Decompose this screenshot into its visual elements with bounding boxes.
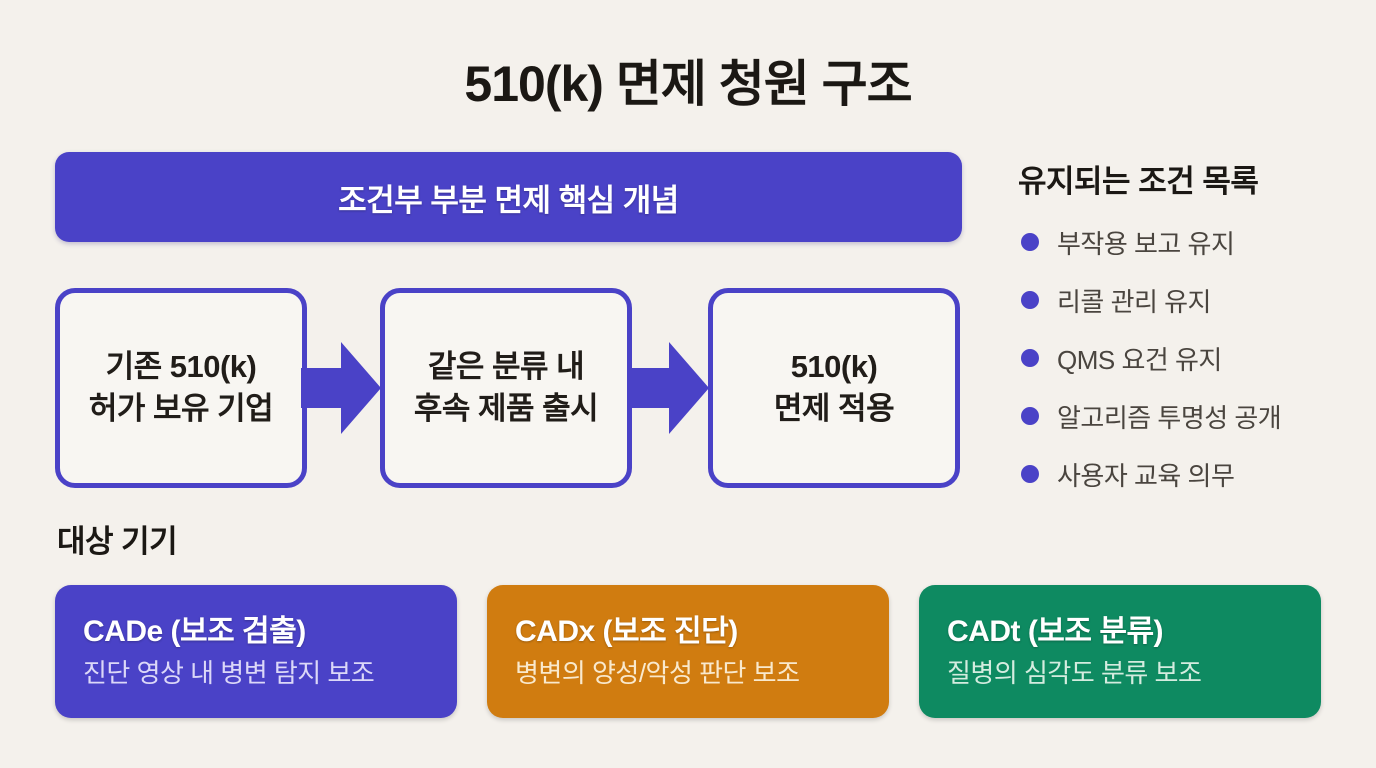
flow-step-label: 같은 분류 내 후속 제품 출시 — [413, 346, 599, 430]
flow-step-followup-product: 같은 분류 내 후속 제품 출시 — [380, 288, 632, 488]
condition-item: 리콜 관리 유지 — [1021, 271, 1281, 329]
device-card-title: CADe (보조 검출) — [83, 615, 306, 648]
device-card-subtitle: 병변의 양성/악성 판단 보조 — [515, 658, 800, 688]
device-card-subtitle: 진단 영상 내 병변 탐지 보조 — [83, 658, 375, 688]
condition-label: 부작용 보고 유지 — [1057, 228, 1235, 259]
flow-step-label: 기존 510(k) 허가 보유 기업 — [88, 346, 274, 430]
bullet-dot-icon — [1021, 349, 1039, 367]
flow-step-existing-clearance: 기존 510(k) 허가 보유 기업 — [55, 288, 307, 488]
devices-heading: 대상 기기 — [57, 524, 178, 559]
condition-label: 사용자 교육 의무 — [1057, 460, 1235, 491]
flow-step-exemption-applied: 510(k) 면제 적용 — [708, 288, 960, 488]
condition-label: 리콜 관리 유지 — [1057, 286, 1211, 317]
device-card-title: CADx (보조 진단) — [515, 615, 738, 648]
flow-step-line: 면제 적용 — [773, 391, 895, 426]
page-title: 510(k) 면제 청원 구조 — [464, 56, 912, 112]
flow-step-line: 후속 제품 출시 — [413, 391, 599, 426]
condition-item: QMS 요건 유지 — [1021, 329, 1281, 387]
concept-banner-label: 조건부 부분 면제 핵심 개념 — [338, 182, 679, 218]
bullet-dot-icon — [1021, 465, 1039, 483]
conditions-heading: 유지되는 조건 목록 — [1018, 164, 1259, 199]
concept-banner: 조건부 부분 면제 핵심 개념 — [55, 152, 962, 242]
flow-arrow-icon — [629, 342, 709, 434]
flow-step-line: 기존 510(k) — [105, 349, 257, 385]
flow-step-line: 510(k) — [790, 349, 878, 385]
flow-step-line: 허가 보유 기업 — [88, 391, 274, 426]
condition-item: 부작용 보고 유지 — [1021, 213, 1281, 271]
device-card-cade: CADe (보조 검출) 진단 영상 내 병변 탐지 보조 — [55, 585, 457, 718]
condition-label: 알고리즘 투명성 공개 — [1057, 402, 1282, 433]
flow-arrow-icon — [301, 342, 381, 434]
flow-step-label: 510(k) 면제 적용 — [773, 346, 895, 430]
flow-step-line: 같은 분류 내 — [427, 349, 585, 385]
bullet-dot-icon — [1021, 291, 1039, 309]
device-card-cadx: CADx (보조 진단) 병변의 양성/악성 판단 보조 — [487, 585, 889, 718]
condition-item: 알고리즘 투명성 공개 — [1021, 387, 1282, 445]
conditions-list: 부작용 보고 유지 리콜 관리 유지 QMS 요건 유지 알고리즘 투명성 공개… — [1021, 213, 1282, 503]
device-card-cadt: CADt (보조 분류) 질병의 심각도 분류 보조 — [919, 585, 1321, 718]
bullet-dot-icon — [1021, 233, 1039, 251]
device-card-title: CADt (보조 분류) — [947, 615, 1164, 648]
condition-label: QMS 요건 유지 — [1057, 344, 1222, 375]
condition-item: 사용자 교육 의무 — [1021, 445, 1281, 503]
device-card-subtitle: 질병의 심각도 분류 보조 — [947, 658, 1202, 688]
bullet-dot-icon — [1021, 407, 1039, 425]
